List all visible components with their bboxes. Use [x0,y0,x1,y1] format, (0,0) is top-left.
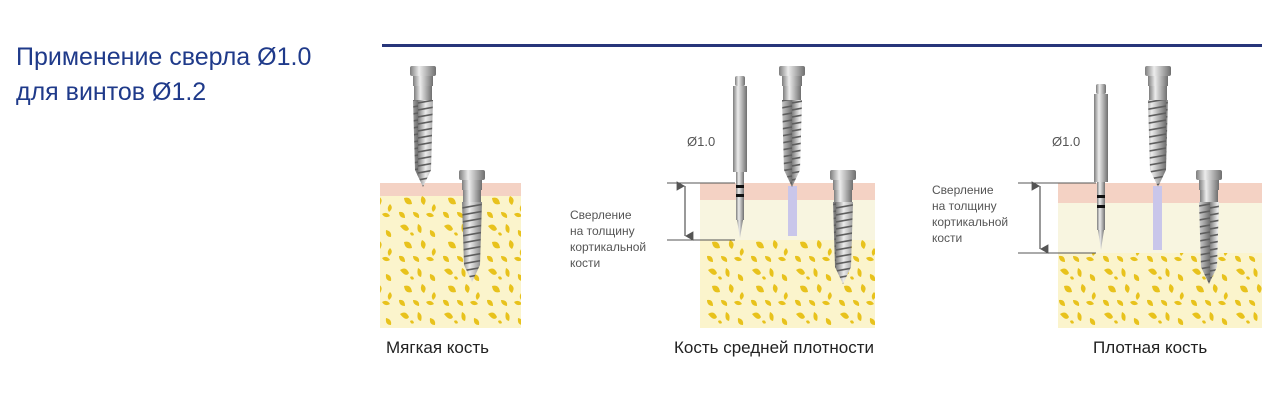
caption-soft-bone: Мягкая кость [386,338,489,357]
drill-hole [788,186,797,236]
note-line: Сверление [570,208,632,222]
note-line: на толщину [932,199,997,213]
drill-diameter-label: Ø1.0 [687,134,716,149]
note-line: кости [932,231,963,245]
soft-bone-block [380,183,521,328]
note-line: кортикальной [570,240,647,254]
note-line: кости [570,256,601,270]
note-line: на толщину [570,224,635,238]
screw-icon [410,66,436,187]
caption-dense-bone: Плотная кость [1093,338,1208,357]
depth-indicator [667,181,735,241]
drilling-note: Сверление на толщину кортикальной кости [932,182,1008,246]
drill-icon [1094,84,1108,250]
note-line: кортикальной [932,215,1009,229]
page-title: Применение сверла Ø1.0 для винтов Ø1.2 [16,40,311,110]
drill-icon [733,76,747,238]
drill-hole [1153,186,1162,250]
caption-medium-bone: Кость средней плотности [674,338,875,357]
depth-indicator [1018,181,1096,254]
screw-icon [779,66,805,187]
title-line-2: для винтов Ø1.2 [16,78,207,106]
drill-diameter-label: Ø1.0 [1052,134,1081,149]
screw-icon [1196,170,1222,284]
drilling-note: Сверление на толщину кортикальной кости [570,207,646,271]
header-rule [382,44,1262,47]
title-line-1: Применение сверла Ø1.0 [16,43,312,71]
screw-icon [459,170,485,282]
screw-icon [1145,66,1171,187]
screw-icon [830,170,856,284]
note-line: Сверление [932,183,994,197]
